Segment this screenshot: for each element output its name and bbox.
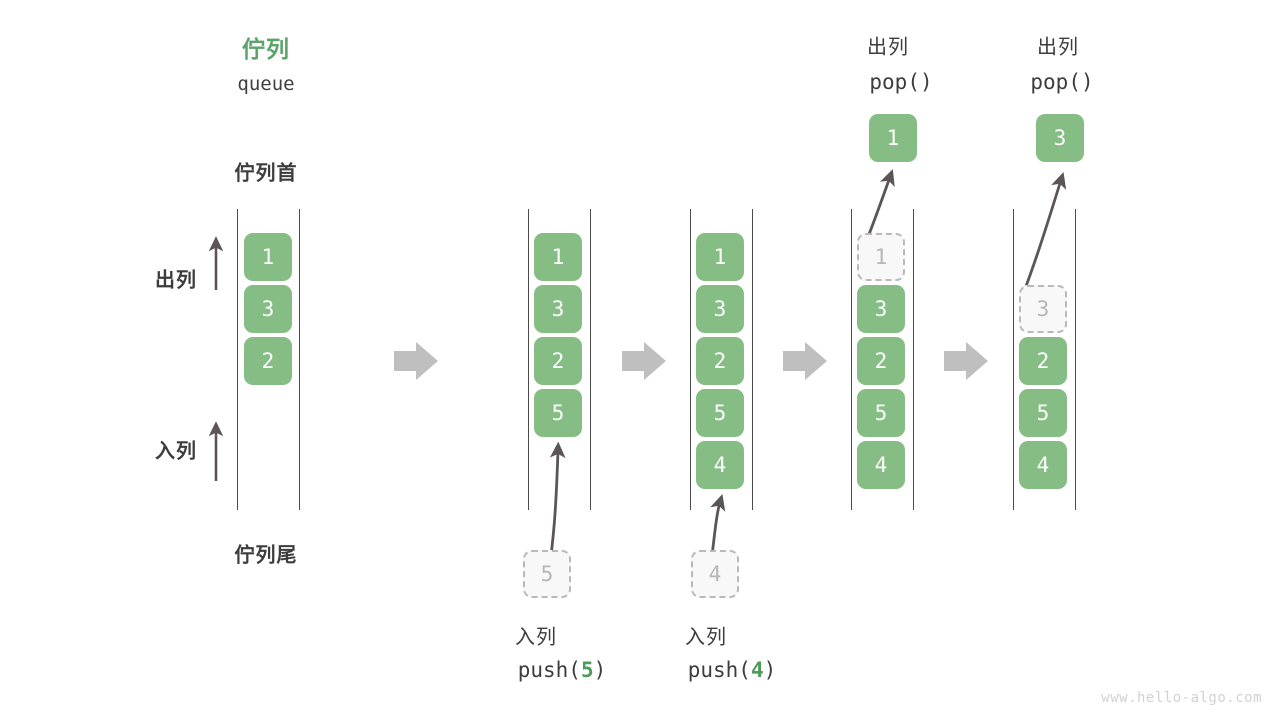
- push-5-caption-code: push(5): [518, 658, 607, 682]
- popped-value-cell: 3: [1036, 114, 1084, 162]
- push-5-code-post: ): [593, 658, 607, 682]
- popped-value-cell: 1: [869, 114, 917, 162]
- queue-cell: 1: [696, 233, 744, 281]
- push-5-arrow: [549, 441, 566, 557]
- queue-rail-left: [237, 209, 238, 510]
- push-4-arrow: [710, 493, 726, 557]
- push-5-caption-cn: 入列: [515, 626, 557, 649]
- queue-head-label: 佇列首: [234, 162, 298, 185]
- queue-rail-left: [690, 209, 691, 510]
- incoming-ghost-cell: 4: [691, 550, 739, 598]
- push-4-caption-code: push(4): [688, 658, 777, 682]
- push-5-code-pre: push(: [517, 658, 581, 682]
- queue-cell: 2: [534, 337, 582, 385]
- queue-cell: 2: [696, 337, 744, 385]
- queue-cell: 5: [857, 389, 905, 437]
- dequeue-side-label: 出列: [155, 269, 197, 292]
- queue-rail-left: [528, 209, 529, 510]
- transition-arrow-3: [783, 342, 827, 380]
- queue-rail-right: [590, 209, 591, 510]
- queue-cell: 3: [857, 285, 905, 333]
- popped-ghost-cell: 1: [857, 233, 905, 281]
- push-4-code-post: ): [763, 658, 777, 682]
- watermark: www.hello-algo.com: [1101, 690, 1262, 706]
- queue-rail-left: [1013, 209, 1014, 510]
- queue-rail-right: [1075, 209, 1076, 510]
- push-4-caption-cn: 入列: [685, 626, 727, 649]
- pop-1-caption-code: pop(): [869, 70, 933, 94]
- queue-cell: 5: [1019, 389, 1067, 437]
- queue-cell: 5: [534, 389, 582, 437]
- pop-3-caption-cn: 出列: [1037, 36, 1079, 59]
- transition-arrow-1: [394, 342, 438, 380]
- queue-cell: 1: [244, 233, 292, 281]
- enqueue-side-label: 入列: [155, 440, 197, 463]
- pop-3-arrow: [1020, 171, 1067, 298]
- diagram-title-cn: 佇列: [242, 36, 290, 62]
- queue-cell: 4: [857, 441, 905, 489]
- queue-cell: 5: [696, 389, 744, 437]
- queue-cell: 4: [1019, 441, 1067, 489]
- popped-ghost-cell: 3: [1019, 285, 1067, 333]
- transition-arrow-2: [622, 342, 666, 380]
- queue-cell: 2: [244, 337, 292, 385]
- queue-cell: 3: [244, 285, 292, 333]
- pop-3-caption-code: pop(): [1030, 70, 1094, 94]
- push-4-code-pre: push(: [687, 658, 751, 682]
- queue-rail-right: [752, 209, 753, 510]
- queue-cell: 2: [1019, 337, 1067, 385]
- transition-arrow-4: [944, 342, 988, 380]
- queue-cell: 2: [857, 337, 905, 385]
- queue-cell: 4: [696, 441, 744, 489]
- diagram-title-code: queue: [237, 73, 295, 95]
- queue-tail-label: 佇列尾: [234, 544, 298, 567]
- queue-rail-left: [851, 209, 852, 510]
- push-5-code-arg: 5: [580, 658, 594, 682]
- push-4-code-arg: 4: [750, 658, 764, 682]
- incoming-ghost-cell: 5: [523, 550, 571, 598]
- pop-1-caption-cn: 出列: [867, 36, 909, 59]
- queue-cell: 1: [534, 233, 582, 281]
- queue-cell: 3: [534, 285, 582, 333]
- queue-cell: 3: [696, 285, 744, 333]
- queue-rail-right: [913, 209, 914, 510]
- queue-rail-right: [299, 209, 300, 510]
